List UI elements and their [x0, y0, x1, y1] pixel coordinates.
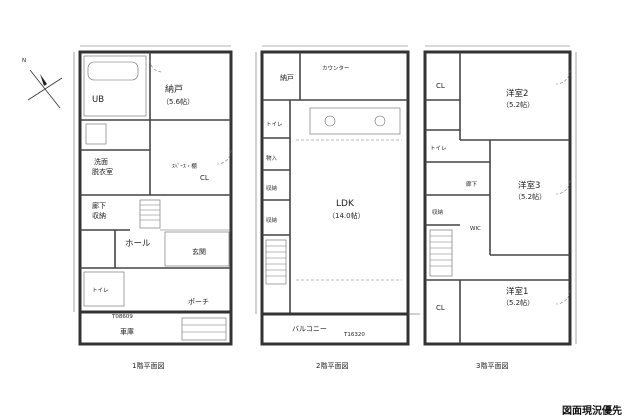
floor1-dimension: T08609	[111, 314, 133, 320]
floor1-garage-label: 車庫	[120, 327, 134, 336]
floor2-storage3-label: 収納	[266, 216, 278, 224]
floor3-western2-label: 洋室2	[506, 88, 528, 99]
floor2-plan	[255, 45, 420, 346]
floor3-western1-label: 洋室1	[506, 286, 528, 297]
floor3-western1-area: （5.2帖）	[502, 298, 534, 307]
floor1-ub-label: UB	[92, 95, 104, 105]
floor1-wc-label: トイレ	[92, 288, 109, 294]
floor3-toilet-label: トイレ	[430, 146, 447, 152]
floor2-toilet-label: トイレ	[266, 122, 283, 128]
floor1-storage-label: 納戸	[165, 83, 183, 95]
floor2-ldk-area: （14.0帖）	[328, 211, 365, 220]
floor1-washroom2-label: 脱衣室	[92, 167, 113, 176]
floor3-hall-label: 廊下	[466, 180, 478, 188]
floor3-cl-top-label: CL	[436, 82, 445, 90]
floor3-cl-bottom-label: CL	[436, 304, 445, 312]
floor1-caption: 1階平面図	[132, 361, 164, 370]
floor3-plan	[423, 45, 577, 346]
floor1-shelf-label: ｽﾍﾟｰｽ・棚	[172, 162, 197, 170]
floor1-entrance-label: 玄関	[192, 247, 206, 256]
floor2-counter-label: カウンター	[322, 64, 350, 72]
floor3-wic-label: WIC	[470, 226, 481, 232]
floor2-storage2-label: 収納	[266, 184, 278, 192]
floor3-caption: 3階平面図	[476, 361, 508, 370]
plan-priority-notice: 図面現況優先	[562, 406, 622, 417]
floor1-hall-storage-label: 廊下	[92, 201, 106, 210]
floor3-western3-area: （5.2帖）	[514, 192, 546, 201]
north-compass-icon: N	[22, 58, 63, 109]
floor2-caption: 2階平面図	[316, 361, 348, 370]
floor1-cl-label: CL	[200, 174, 209, 182]
floor1-hall-label: ホール	[125, 239, 151, 249]
floor2-closet-label: 物入	[266, 154, 278, 162]
floor1-storage-area: （5.6帖）	[162, 97, 194, 106]
floor2-storage-label: 納戸	[280, 73, 294, 82]
svg-text:N: N	[22, 58, 26, 64]
floor1-plan	[73, 45, 233, 346]
floor3-western2-area: （5.2帖）	[502, 100, 534, 109]
floor1-hall-storage2-label: 収納	[92, 211, 106, 220]
floor2-balcony-label: バルコニー	[292, 325, 327, 333]
floor1-porch-label: ポーチ	[188, 298, 209, 306]
floor3-storage-label: 収納	[432, 208, 444, 216]
floor3-western3-label: 洋室3	[518, 180, 540, 191]
floor1-washroom-label: 洗面	[94, 157, 108, 166]
floor2-dimension: T16320	[343, 332, 365, 338]
floor2-ldk-label: LDK	[336, 199, 355, 209]
